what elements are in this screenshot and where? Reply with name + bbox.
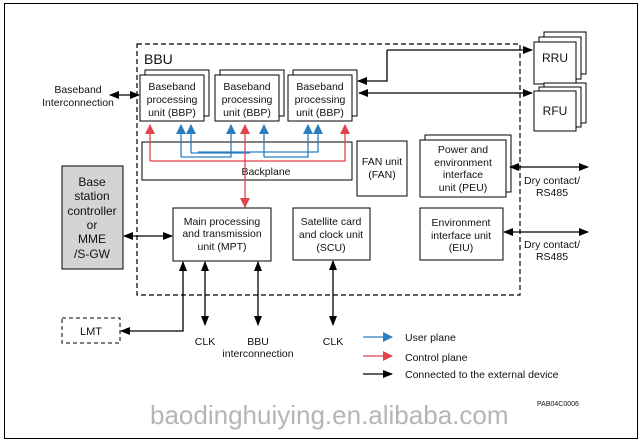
legend-label-user-plane: User plane (405, 332, 456, 344)
rru-unit: RRU (533, 31, 587, 85)
figure-id: PAB04C0006 (537, 401, 579, 408)
bbp-3-line-2: processing (295, 94, 346, 106)
fan-line-1: FAN unit (362, 156, 402, 168)
rfu-label: RFU (543, 104, 568, 118)
legend-item-user-plane: User plane (363, 332, 456, 344)
user-plane-links (176, 124, 323, 158)
legend: User plane Control plane Connected to th… (363, 332, 559, 381)
eiu-line-2: interface unit (431, 230, 491, 242)
base-station-controller: Base station controller or MME /S-GW (61, 165, 124, 270)
bbp-unit-2: Baseband processing unit (BBP) (214, 69, 285, 122)
bsc-line-6: /S-GW (74, 247, 111, 261)
mpt-line-2: and transmission (182, 228, 262, 240)
clk-2-label: CLK (323, 336, 343, 348)
legend-label-control-plane: Control plane (405, 352, 468, 364)
rfu-unit: RFU (533, 82, 587, 132)
control-plane-links (145, 124, 350, 208)
rru-label: RRU (542, 51, 568, 65)
backplane-label: Backplane (241, 166, 290, 178)
external-links (109, 46, 589, 335)
peu-line-4: unit (PEU) (439, 182, 487, 194)
eiu-line-3: (EIU) (449, 242, 474, 254)
bbp-3-line-1: Baseband (296, 81, 343, 93)
bsc-line-2: station (74, 189, 109, 203)
dry-contact-2-line-2: RS485 (536, 251, 568, 263)
dry-contact-2-line-1: Dry contact/ (524, 239, 580, 251)
lmt-label: LMT (80, 326, 102, 338)
bbp-2-line-3: unit (BBP) (223, 107, 271, 119)
peu-line-2: environment (434, 157, 492, 169)
mpt-line-3: unit (MPT) (197, 241, 246, 253)
scu-line-3: (SCU) (316, 242, 345, 254)
lmt-unit: LMT (61, 317, 121, 344)
peu-unit: Power and environment interface unit (PE… (419, 134, 512, 198)
watermark: baodinghuiying.en.alibaba.com (150, 400, 509, 430)
bbp-1-line-3: unit (BBP) (148, 107, 196, 119)
fan-unit: FAN unit (FAN) (356, 140, 408, 197)
bbu-interconnection-line-1: BBU (247, 336, 269, 348)
bbp-unit-1: Baseband processing unit (BBP) (139, 69, 210, 122)
bbu-label: BBU (144, 51, 173, 67)
bbp-unit-3: Baseband processing unit (BBP) (287, 69, 358, 122)
bbu-interconnection-line-2: interconnection (222, 348, 293, 360)
bsc-line-1: Base (78, 175, 106, 189)
legend-item-external: Connected to the external device (363, 369, 559, 381)
bbp-1-line-2: processing (147, 94, 198, 106)
bsc-line-5: MME (78, 232, 106, 246)
mpt-unit: Main processing and transmission unit (M… (172, 207, 272, 262)
scu-line-1: Satellite card (301, 216, 362, 228)
legend-label-external: Connected to the external device (405, 369, 559, 381)
baseband-interconnection-line-1: Baseband (54, 84, 101, 96)
baseband-interconnection-line-2: Interconnection (42, 97, 114, 109)
bsc-line-4: or (87, 218, 98, 232)
peu-line-1: Power and (438, 144, 488, 156)
bbp-1-line-1: Baseband (148, 81, 195, 93)
dry-contact-1-line-2: RS485 (536, 187, 568, 199)
clk-1-label: CLK (195, 336, 215, 348)
scu-unit: Satellite card and clock unit (SCU) (292, 207, 371, 261)
eiu-line-1: Environment (432, 217, 491, 229)
bsc-line-3: controller (67, 204, 116, 218)
scu-line-2: and clock unit (299, 229, 363, 241)
diagram-frame (4, 3, 638, 439)
peu-line-3: interface (443, 169, 483, 181)
bbp-2-line-2: processing (222, 94, 273, 106)
mpt-line-1: Main processing (184, 216, 261, 228)
dry-contact-1-line-1: Dry contact/ (524, 175, 580, 187)
bbp-2-line-1: Baseband (223, 81, 270, 93)
legend-item-control-plane: Control plane (363, 351, 468, 364)
eiu-unit: Environment interface unit (EIU) (419, 207, 504, 261)
bbp-3-line-3: unit (BBP) (296, 107, 344, 119)
fan-line-2: (FAN) (368, 169, 395, 181)
